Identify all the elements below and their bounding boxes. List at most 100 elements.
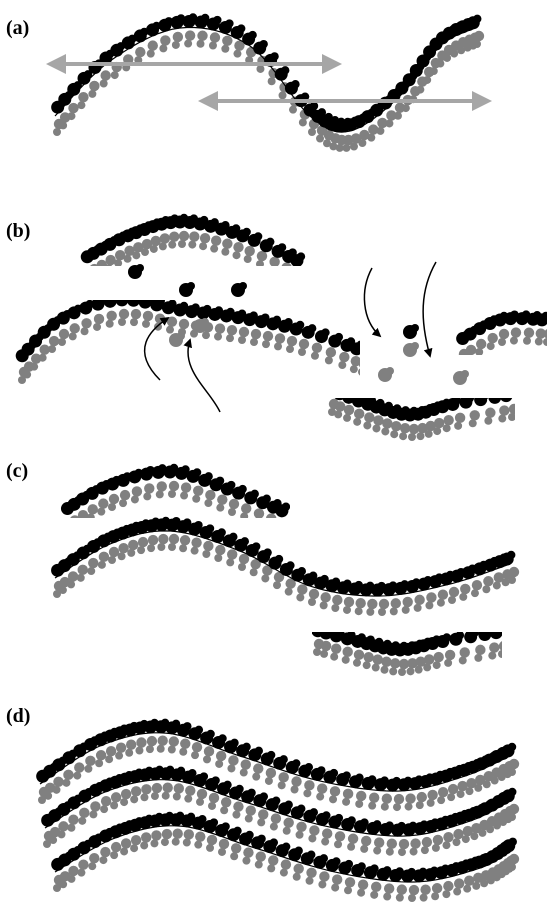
panel-c-crest-fragment-upper-bead — [216, 477, 224, 485]
panel-c-crest-fragment-lower-bead — [283, 530, 291, 538]
panel-c-crest-fragment-lower-bead — [217, 494, 227, 504]
panel-c-crest-fragment-lower-bead — [241, 503, 251, 513]
panel-c-crest-fragment-lower-bead — [229, 499, 239, 509]
panel-c-crest-fragment-lower-bead — [266, 513, 276, 523]
panel-c-wave-lower-bead — [98, 552, 109, 569]
panel-b-trough-fragment-upper-bead — [332, 383, 340, 391]
panel-c-wave-lower-bead — [437, 590, 448, 607]
panel-d-wave-2-lower-bead — [432, 835, 443, 852]
panel-b-left-fragment-lower-bead — [299, 339, 309, 349]
panel-a-wave-lower-bead — [233, 40, 244, 57]
panel-c-crest-fragment-lower-bead — [98, 498, 108, 508]
panel-b-left-fragment-lower-bead — [48, 345, 56, 353]
panel-b-right-fragment-lower-bead — [499, 329, 509, 339]
panel-c-crest-fragment-lower-bead — [64, 519, 74, 529]
panel-c-crest-fragment-upper-bead — [282, 503, 290, 511]
panel-c-trough-fragment-lower-bead — [433, 652, 443, 662]
panel-d-wave-2-upper-bead — [341, 816, 356, 831]
panel-b-crest-fragment-lower-bead — [244, 246, 254, 256]
panel-d-wave-1-lower-bead — [447, 784, 458, 801]
panel-d-wave-2-lower-bead — [110, 792, 121, 809]
panel-a-wave-lower-bead — [67, 103, 78, 120]
panel-b-trough-fragment-lower-bead — [391, 421, 401, 431]
panel-b-crest-fragment-lower-bead — [132, 251, 140, 259]
panel-d-wave-1-lower-bead — [329, 786, 340, 803]
panel-b-trough-fragment-lower-bead — [469, 419, 477, 427]
panel-c-trough-fragment-lower-bead — [407, 667, 415, 675]
panel-c-wave-lower-bead — [448, 587, 459, 604]
panel-d-wave-1-lower-bead — [405, 793, 416, 810]
panel-b-right-fragment-lower-bead — [475, 348, 483, 356]
panel-b-crest-fragment-upper-bead — [254, 232, 262, 240]
panel-d-wave-2-lower-bead — [151, 783, 162, 800]
panel-b-left-fragment-lower-bead — [39, 354, 47, 362]
panel-c-crest-fragment-lower-bead — [265, 523, 273, 531]
panel-d-wave-2-upper-bead — [316, 811, 331, 826]
panel-b-trough-fragment-upper-bead — [506, 387, 514, 395]
panel-c-crest-fragment-lower-bead — [193, 486, 203, 496]
panel-d-wave-1-lower-bead — [240, 759, 251, 776]
panel-d-wave-1-lower-bead — [73, 762, 84, 779]
panel-b-trough-fragment-lower-bead — [508, 413, 516, 421]
panel-b-left-fragment-lower-bead — [250, 338, 258, 346]
panel-c-crest-fragment-lower-bead — [276, 527, 284, 535]
panel-a-wave-lower-bead — [88, 81, 99, 98]
panel-d-wave-2-lower-bead — [232, 801, 243, 818]
panel-c-wave-lower-bead — [118, 543, 129, 560]
panel-b-crest-fragment-lower-bead — [269, 257, 279, 267]
panel-b-crest-fragment-lower-bead — [169, 231, 179, 241]
panel-a-wave-lower-bead — [159, 35, 170, 52]
panel-c-crest-fragment-lower-bead — [144, 483, 154, 493]
panel-c-wave-lower-bead — [320, 592, 331, 609]
panel-d-wave-3-lower-bead — [306, 868, 317, 885]
panel-d-wave-3-lower-bead — [206, 835, 217, 852]
panel-b-left-fragment-lower-bead — [338, 361, 346, 369]
panel-b-left-fragment-lower-bead — [59, 329, 69, 339]
panel-d-wave-1-lower-bead — [393, 794, 404, 811]
loose-lower-subunit — [177, 332, 185, 340]
panel-d-wave-1-lower-bead — [146, 736, 157, 753]
panel-c-crest-fragment-lower-bead — [254, 508, 264, 518]
panel-b-trough-fragment-upper-bead — [500, 389, 513, 402]
panel-b-right-fragment-lower-bead — [466, 345, 476, 355]
panel-b-left-fragment-lower-bead — [119, 309, 129, 319]
panel-d-wave-3-lower-bead — [77, 859, 88, 876]
panel-b-trough-fragment-upper-bead — [466, 394, 474, 402]
panel-b-crest-fragment-lower-bead — [292, 267, 302, 277]
panel-d-wave-3-lower-bead — [218, 839, 229, 856]
panel-b-crest-fragment-lower-bead — [114, 259, 122, 267]
panel-d-wave-2-lower-bead — [410, 838, 421, 855]
panel-c-trough-fragment-lower-bead — [373, 654, 383, 664]
panel-a-wave-lower-bead — [184, 30, 195, 47]
panel-c-trough-fragment-lower-bead — [330, 653, 338, 661]
panel-b-left-fragment-lower-bead — [106, 311, 116, 321]
panel-b-right-fragment-lower-bead — [535, 338, 543, 346]
panel-c-crest-fragment-lower-bead — [97, 508, 105, 516]
curved-arrow-icon — [364, 268, 380, 336]
panel-b-crest-fragment-lower-bead — [188, 241, 196, 249]
panel-c-trough-fragment-lower-bead — [423, 663, 431, 671]
panel-c-crest-fragment-lower-bead — [131, 495, 139, 503]
panel-c-crest-fragment-lower-bead — [87, 513, 95, 521]
panel-d-wave-2-lower-bead — [162, 783, 173, 800]
panel-d-wave-1-upper-bead — [286, 759, 301, 774]
panel-b-trough-fragment-lower-bead — [408, 433, 416, 441]
panel-a-wave — [51, 13, 484, 152]
panel-b-crest-fragment-upper-bead — [242, 228, 250, 236]
panel-d-wave-3-upper-bead — [301, 850, 316, 865]
panel-b-left-fragment-lower-bead — [275, 333, 285, 343]
panel-d-wave-3-lower-bead — [255, 851, 266, 868]
panel-b-crest-fragment-lower-bead — [233, 251, 241, 259]
panel-d-wave-3-lower-bead — [99, 847, 110, 864]
panel-b-crest-fragment-lower-bead — [83, 276, 91, 284]
panel-d-wave-2-lower-bead — [283, 818, 294, 835]
panel-c-wave-backbone — [55, 531, 510, 596]
panel-d-wave-3-lower-bead — [230, 843, 241, 860]
panel-d-wave-3-lower-bead — [344, 877, 355, 894]
panel-c-trough-fragment-lower-bead — [320, 650, 328, 658]
panel-d-wave-2-lower-bead — [296, 822, 307, 839]
panel-b-trough-fragment-upper-bead — [339, 386, 347, 394]
panel-c-wave-lower-bead — [238, 554, 249, 571]
panel-b-left-fragment-lower-bead — [287, 336, 297, 346]
panel-d-wave-2-lower-bead — [208, 793, 219, 810]
